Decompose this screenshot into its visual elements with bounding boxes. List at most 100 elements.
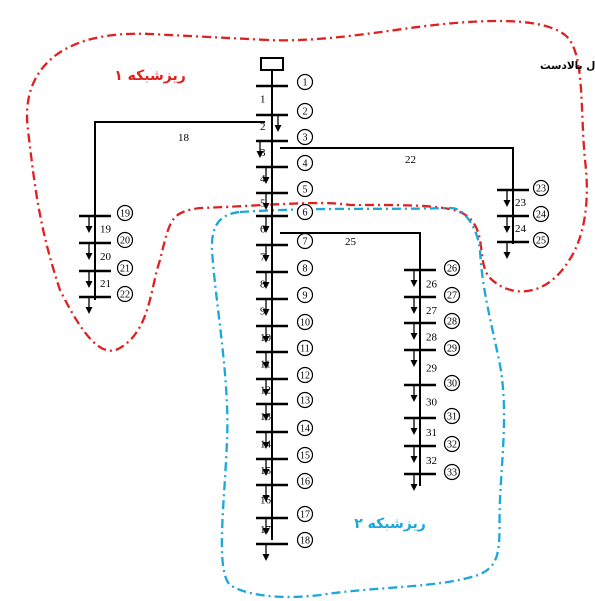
line-number-main-2: 2 xyxy=(260,121,266,133)
line-number-lateral2-24: 24 xyxy=(515,223,527,235)
bus-number-28: 28 xyxy=(447,317,457,328)
load-arrowhead-16 xyxy=(262,495,270,502)
line-number-main-13: 13 xyxy=(260,411,272,423)
line-number-branch-18: 18 xyxy=(178,132,190,144)
microgrid-1-boundary xyxy=(25,19,588,352)
bus-number-circle-21 xyxy=(116,259,134,277)
bus-number-18: 18 xyxy=(300,536,310,547)
load-arrowhead-30 xyxy=(410,395,418,402)
bus-number-12: 12 xyxy=(300,371,310,382)
line-number-lateral3-27: 27 xyxy=(426,305,438,317)
bus-number-31: 31 xyxy=(447,412,457,423)
line-number-main-7: 7 xyxy=(260,252,266,264)
bus-number-33: 33 xyxy=(447,468,457,479)
load-arrowhead-28 xyxy=(410,333,418,340)
microgrid-2-boundary xyxy=(210,206,506,599)
line-number-main-6: 6 xyxy=(260,224,266,236)
bus-number-circle-5 xyxy=(296,180,314,198)
load-arrowhead-4 xyxy=(262,177,270,184)
bus-number-16: 16 xyxy=(300,477,310,488)
load-arrowhead-17 xyxy=(262,528,270,535)
bus-number-circle-25 xyxy=(532,231,550,249)
line-number-lateral3-29: 29 xyxy=(426,363,438,375)
bus-number-20: 20 xyxy=(120,236,130,247)
bus-number-circle-27 xyxy=(443,286,461,304)
load-arrowhead-22 xyxy=(85,307,93,314)
bus-number-circle-11 xyxy=(296,339,314,357)
load-arrowhead-8 xyxy=(262,282,270,289)
load-arrowhead-26 xyxy=(410,280,418,287)
line-number-main-1: 1 xyxy=(260,94,266,106)
bus-number-circle-31 xyxy=(443,407,461,425)
load-arrowhead-3 xyxy=(256,151,264,158)
bus-number-circle-8 xyxy=(296,259,314,277)
load-arrowhead-6 xyxy=(262,226,270,233)
bus-number-30: 30 xyxy=(447,379,457,390)
bus-number-circle-7 xyxy=(296,232,314,250)
bus-number-circle-20 xyxy=(116,231,134,249)
bus-number-2: 2 xyxy=(303,107,308,118)
load-arrowhead-7 xyxy=(262,255,270,262)
line-number-main-8: 8 xyxy=(260,279,266,291)
bus-number-circle-19 xyxy=(116,204,134,222)
bus-number-circle-13 xyxy=(296,391,314,409)
bus-number-circle-16 xyxy=(296,472,314,490)
bus-number-1: 1 xyxy=(303,78,308,89)
load-arrowhead-14 xyxy=(262,442,270,449)
line-number-lateral1-21: 21 xyxy=(100,278,111,290)
line-number-lateral2-23: 23 xyxy=(515,197,527,209)
bus-number-circle-3 xyxy=(296,128,314,146)
line-number-lateral1-20: 20 xyxy=(100,251,112,263)
microgrid-1-label: ریزشبکه ۱ xyxy=(114,68,186,84)
bus-number-circle-12 xyxy=(296,366,314,384)
line-number-main-4: 4 xyxy=(260,173,266,185)
bus-number-circle-26 xyxy=(443,259,461,277)
load-arrowhead-9 xyxy=(262,309,270,316)
bus-number-19: 19 xyxy=(120,209,130,220)
line-number-lateral3-31: 31 xyxy=(426,427,437,439)
load-group xyxy=(85,115,511,561)
load-arrowhead-12 xyxy=(262,389,270,396)
bus-number-26: 26 xyxy=(447,264,457,275)
line-number-main-10: 10 xyxy=(260,332,272,344)
line-number-main-17: 17 xyxy=(260,524,272,536)
bus-number-5: 5 xyxy=(303,185,308,196)
bus-number-circle-32 xyxy=(443,435,461,453)
load-arrowhead-20 xyxy=(85,253,93,260)
load-arrowhead-15 xyxy=(262,469,270,476)
lateral-line-25 xyxy=(280,232,421,486)
line-number-main-9: 9 xyxy=(260,306,266,318)
line-number-main-3: 3 xyxy=(260,147,266,159)
load-arrowhead-29 xyxy=(410,360,418,367)
load-arrowhead-2 xyxy=(274,125,282,132)
bus-number-24: 24 xyxy=(536,210,546,221)
load-arrowhead-11 xyxy=(262,362,270,369)
bus-number-25: 25 xyxy=(536,236,546,247)
line-number-lateral3-28: 28 xyxy=(426,332,438,344)
load-arrowhead-5 xyxy=(262,203,270,210)
bus-number-circle-23 xyxy=(532,179,550,197)
bus-number-circle-14 xyxy=(296,419,314,437)
load-arrowhead-25 xyxy=(503,252,511,259)
bus-number-circle-4 xyxy=(296,154,314,172)
bus-number-32: 32 xyxy=(447,440,457,451)
bus-number-10: 10 xyxy=(300,318,310,329)
line-number-main-5: 5 xyxy=(260,198,266,210)
bus-number-13: 13 xyxy=(300,396,310,407)
bus-number-circle-17 xyxy=(296,505,314,523)
line-number-main-12: 12 xyxy=(260,385,271,397)
load-arrowhead-33 xyxy=(410,484,418,491)
bus-number-6: 6 xyxy=(303,208,308,219)
lateral-line-18 xyxy=(94,121,265,300)
load-arrowhead-18 xyxy=(262,554,270,561)
bus-number-22: 22 xyxy=(120,290,130,301)
line-number-lateral3-30: 30 xyxy=(426,397,438,409)
line-number-main-15: 15 xyxy=(260,465,272,477)
load-arrowhead-27 xyxy=(410,307,418,314)
load-arrowhead-21 xyxy=(85,281,93,288)
bus-number-7: 7 xyxy=(303,237,308,248)
bus-number-circle-28 xyxy=(443,312,461,330)
bus-number-21: 21 xyxy=(120,264,130,275)
